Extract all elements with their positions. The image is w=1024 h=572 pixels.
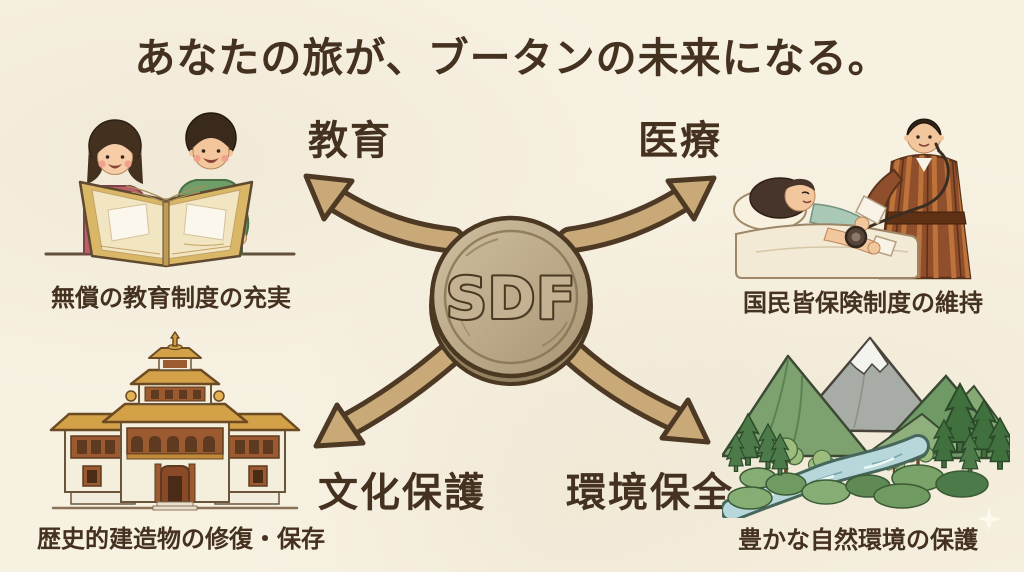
children-reading-book-illustration — [44, 112, 296, 268]
mountain-river-landscape-illustration — [722, 336, 1010, 518]
medical-caption: 国民皆保険制度の維持 — [743, 289, 983, 317]
label-environment: 環境保全 — [566, 470, 734, 516]
culture-caption: 歴史的建造物の修復・保存 — [37, 525, 325, 553]
svg-text:SDF: SDF — [448, 268, 578, 334]
page-title: あなたの旅が、ブータンの未来になる。 — [134, 34, 890, 82]
central-tower — [101, 331, 249, 511]
label-medical: 医療 — [638, 118, 722, 164]
environment-caption: 豊かな自然環境の保護 — [738, 526, 978, 554]
education-caption: 無償の教育制度の充実 — [51, 284, 291, 312]
arrow-culture-icon — [313, 338, 466, 449]
bhutanese-dzong-illustration — [49, 331, 301, 511]
right-wing — [207, 412, 301, 493]
coin-label: SDF — [446, 266, 576, 332]
stethoscope-icon — [844, 142, 950, 257]
label-education: 教育 — [308, 118, 392, 164]
arrow-medical-icon — [556, 175, 717, 254]
arrow-education-icon — [303, 173, 466, 254]
label-culture: 文化保護 — [318, 470, 486, 516]
sdf-coin-icon: SDF SDF — [429, 215, 593, 386]
arrow-environment-icon — [558, 338, 711, 445]
left-wing — [49, 412, 143, 493]
bushes — [727, 464, 989, 510]
doctor-examining-patient-illustration — [733, 118, 972, 280]
open-book — [78, 180, 254, 268]
sparkle-icon — [977, 507, 1001, 531]
